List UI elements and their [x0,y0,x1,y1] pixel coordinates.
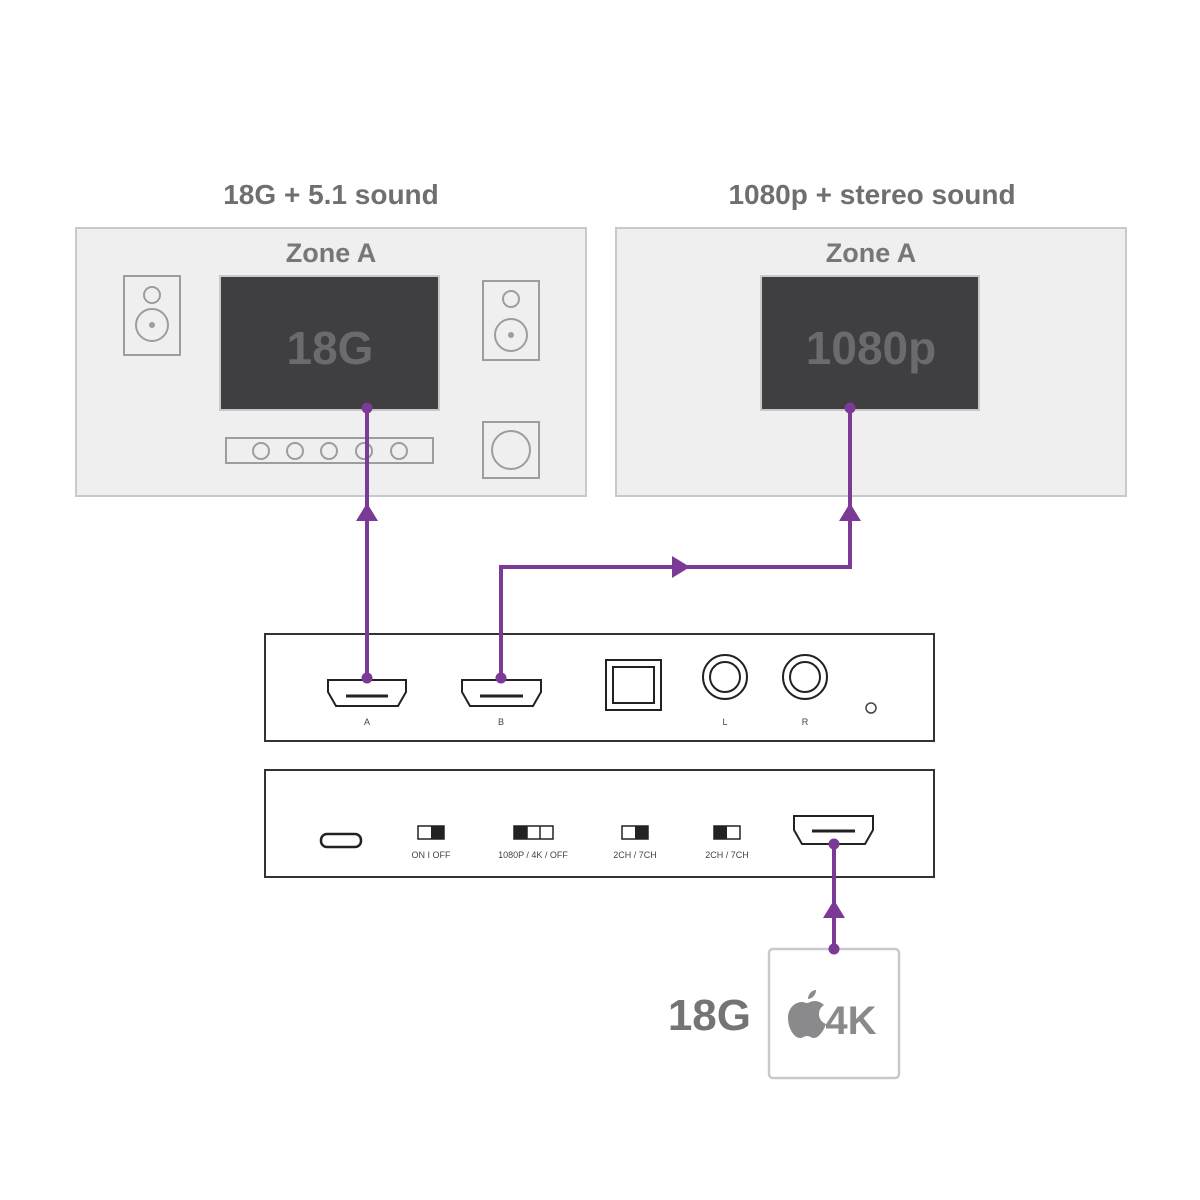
power-switch-icon [417,825,445,840]
hdmi-port-b-label: B [498,717,504,727]
tv-screen-1080p-text: 1080p [806,322,936,374]
right-zone-heading: 1080p + stereo sound [728,179,1015,210]
hdmi-port-b [461,679,542,707]
input-panel: ON I OFF 1080P / 4K / OFF 2CH / 7CH 2CH … [264,769,935,878]
power-switch-label: ON I OFF [412,850,451,860]
right-zone-label: Zone A [826,238,917,268]
micro-usb-port-icon [319,832,363,849]
apple-logo-icon [788,990,826,1038]
channel-switch-2-label: 2CH / 7CH [705,850,749,860]
channel-switch-1-icon [621,825,649,840]
subwoofer-icon [482,421,540,479]
optical-port-icon [605,659,662,711]
hdmi-port-a [327,679,407,707]
indicator-led-icon [865,702,877,714]
resolution-switch-label: 1080P / 4K / OFF [498,850,568,860]
output-panel: A B L R [264,633,935,742]
left-zone-label: Zone A [286,238,377,268]
soundbar-icon [225,437,434,464]
audio-port-r-icon [782,654,828,700]
audio-port-r-label: R [802,717,809,727]
channel-switch-1-label: 2CH / 7CH [613,850,657,860]
resolution-switch-icon [513,825,554,840]
right-zone-panel: Zone A 1080p [615,227,1127,497]
hdmi-input-port [793,815,874,845]
audio-port-l-label: L [722,717,727,727]
source-signal-label: 18G [668,991,751,1040]
apple-tv-4k-device: 4K [767,947,901,1080]
audio-port-l-icon [702,654,748,700]
tv-screen-18g: 18G [219,275,440,411]
cable-source-to-input [823,838,845,955]
cable-port-b-to-zone-right [495,402,861,684]
channel-switch-2-icon [713,825,741,840]
left-zone-panel: Zone A 18G [75,227,587,497]
hdmi-port-a-label: A [364,717,370,727]
left-zone-heading: 18G + 5.1 sound [223,179,439,210]
left-speaker-icon [123,275,181,356]
tv-screen-18g-text: 18G [287,322,374,374]
tv-screen-1080p: 1080p [760,275,980,411]
apple-tv-4k-text: 4K [825,999,876,1043]
cable-port-a-to-zone-left [356,402,378,684]
right-speaker-icon [482,280,540,361]
